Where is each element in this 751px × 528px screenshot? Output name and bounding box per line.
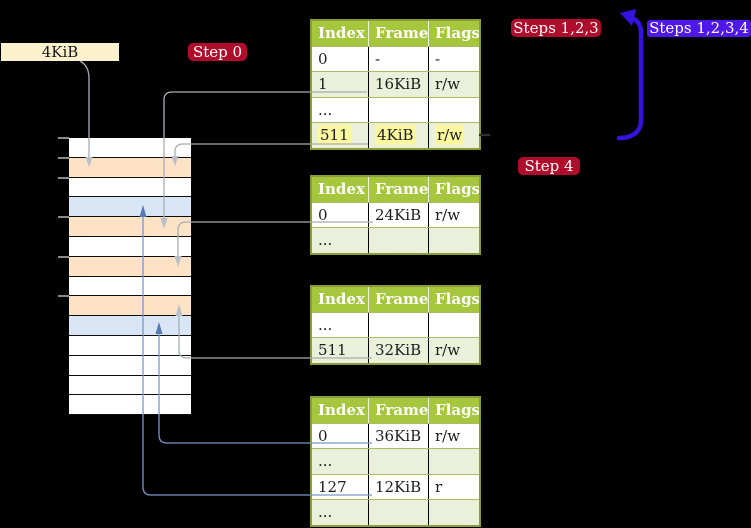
page-table-level1: Index Frame Flags 0 36KiB r/w ... 127 12…: [310, 396, 481, 527]
memory-frame-peach: [69, 217, 191, 237]
table-cell: [428, 97, 479, 123]
table-cell: 12KiB: [368, 474, 428, 500]
frame-size-label: 4KiB: [1, 43, 119, 61]
table-cell: 24KiB: [368, 202, 428, 228]
memory-frame-peach: [69, 157, 191, 178]
step0-badge: Step 0: [188, 43, 247, 61]
table-cell: 511: [318, 125, 351, 146]
physical-memory-column: [69, 138, 191, 416]
memory-frame-blue: [69, 197, 191, 218]
memory-frame-peach: [69, 296, 191, 317]
table-row: 0 24KiB r/w: [312, 201, 479, 228]
table-cell: 4KiB: [368, 123, 428, 148]
column-header-index: Index: [318, 401, 365, 419]
table-cell: 127: [318, 477, 347, 496]
table-cell: 16KiB: [368, 72, 428, 97]
table-header-row: Index Frame Flags: [312, 398, 479, 423]
memory-address-tick: [58, 137, 69, 139]
table-cell: r: [428, 474, 479, 500]
table-cell: r/w: [428, 423, 479, 449]
table-cell: [428, 312, 479, 338]
table-cell: [428, 449, 479, 474]
table-cell: 511: [318, 341, 347, 360]
column-header-flags: Flags: [428, 177, 479, 202]
table-row: 0 - -: [312, 45, 479, 72]
table-header-row: Index Frame Flags: [312, 287, 479, 312]
table-cell: ...: [318, 503, 333, 522]
steps123-badge: Steps 1,2,3: [511, 19, 601, 37]
table-cell: r/w: [428, 72, 479, 97]
memory-frame-white: [69, 375, 191, 396]
table-row: ...: [312, 227, 479, 253]
table-row: ...: [312, 448, 479, 474]
memory-address-tick: [58, 176, 69, 179]
table-row: 511 32KiB r/w: [312, 337, 479, 363]
memory-address-tick: [58, 156, 69, 159]
table-cell: [368, 500, 428, 525]
table-row: 1 16KiB r/w: [312, 71, 479, 97]
table-cell: -: [428, 46, 479, 72]
table-cell: [428, 500, 479, 525]
table-cell: 1: [318, 75, 328, 94]
column-header-index: Index: [318, 24, 365, 42]
column-header-flags: Flags: [428, 287, 479, 312]
column-header-frame: Frame: [368, 398, 428, 423]
column-header-index: Index: [318, 290, 365, 308]
table-cell: 0: [318, 205, 328, 224]
page-table-level4: Index Frame Flags 0 - - 1 16KiB r/w ... …: [310, 19, 481, 150]
table-cell: 32KiB: [368, 338, 428, 363]
table-cell: r/w: [428, 123, 479, 148]
memory-frame-peach: [69, 256, 191, 277]
steps1234-badge: Steps 1,2,3,4: [647, 20, 751, 37]
memory-frame-white: [69, 276, 191, 297]
table-row-recursive-entry: 511 4KiB r/w: [312, 122, 479, 148]
memory-frame-white: [69, 177, 191, 198]
table-cell: 0: [318, 426, 328, 445]
table-cell: [368, 312, 428, 338]
table-row: ...: [312, 96, 479, 123]
memory-address-tick: [58, 295, 69, 298]
table-row: ...: [312, 499, 479, 525]
table-cell: r/w: [428, 338, 479, 363]
table-row: 0 36KiB r/w: [312, 422, 479, 449]
memory-frame-white: [69, 355, 191, 376]
arrowhead-up-left-icon: [620, 9, 636, 26]
memory-frame-blue: [69, 316, 191, 336]
table-cell: 36KiB: [368, 423, 428, 449]
column-header-frame: Frame: [368, 21, 428, 46]
column-header-frame: Frame: [368, 177, 428, 202]
table-row: 127 12KiB r: [312, 473, 479, 500]
table-cell: -: [368, 46, 428, 72]
column-header-flags: Flags: [428, 21, 479, 46]
table-cell: ...: [318, 315, 333, 334]
page-table-level2: Index Frame Flags ... 511 32KiB r/w: [310, 285, 481, 365]
table-header-row: Index Frame Flags: [312, 21, 479, 46]
table-cell: r/w: [428, 202, 479, 228]
table-cell: [368, 228, 428, 253]
table-header-row: Index Frame Flags: [312, 177, 479, 202]
table-cell: ...: [318, 231, 333, 250]
memory-frame-white: [69, 236, 191, 257]
steps-loop-arrow: [616, 16, 644, 141]
table-cell: ...: [318, 100, 333, 119]
memory-address-tick: [58, 255, 69, 258]
table-cell: [368, 97, 428, 123]
table-cell: [368, 449, 428, 474]
page-table-level3: Index Frame Flags 0 24KiB r/w ...: [310, 175, 481, 255]
table-row: ...: [312, 311, 479, 338]
memory-frame-white: [69, 395, 191, 416]
table-cell: 0: [318, 49, 328, 68]
step4-badge: Step 4: [518, 157, 580, 175]
memory-frame-white: [69, 335, 191, 356]
memory-frame-white: [69, 138, 191, 158]
column-header-frame: Frame: [368, 287, 428, 312]
table-cell: [428, 228, 479, 253]
memory-address-tick: [58, 216, 69, 219]
column-header-index: Index: [318, 180, 365, 198]
table-cell: ...: [318, 452, 333, 471]
column-header-flags: Flags: [428, 398, 479, 423]
